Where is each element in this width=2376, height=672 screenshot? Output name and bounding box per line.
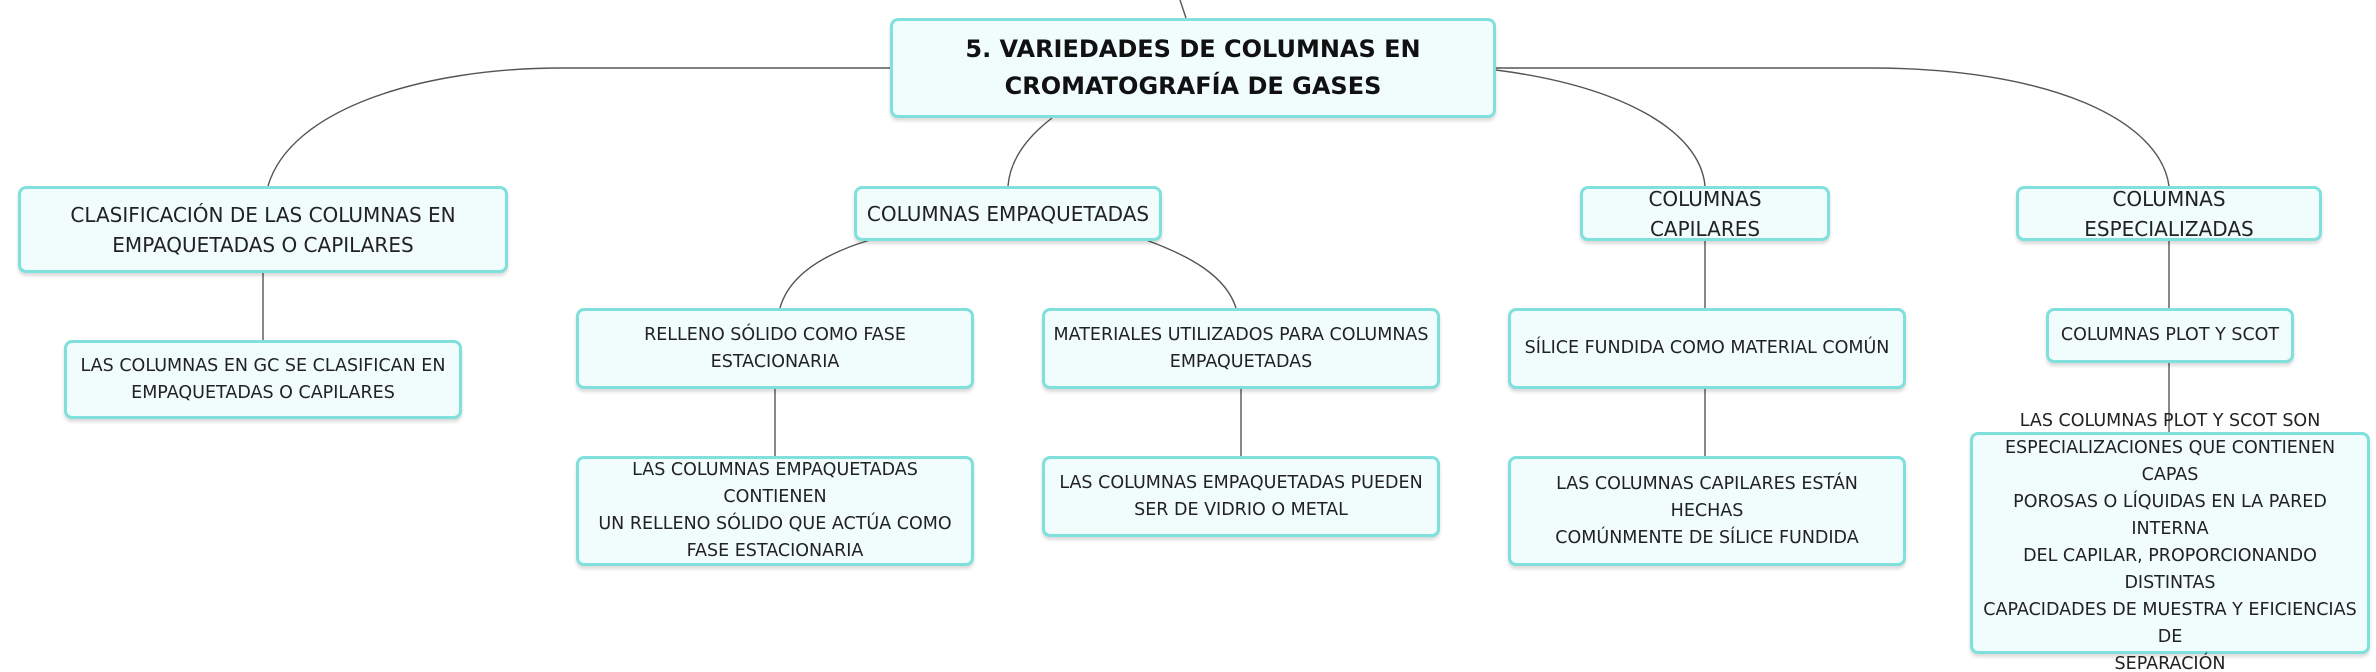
connector-root-especializadas bbox=[1496, 67, 2170, 187]
node-columnas-empaquetadas[interactable]: COLUMNAS EMPAQUETADAS bbox=[854, 186, 1162, 241]
connector-root-capilares bbox=[1495, 69, 1706, 187]
node-silice-fundida[interactable]: SÍLICE FUNDIDA COMO MATERIAL COMÚN bbox=[1508, 308, 1906, 389]
node-columnas-empaquetadas-label: COLUMNAS EMPAQUETADAS bbox=[866, 201, 1150, 226]
node-columnas-plot-scot[interactable]: COLUMNAS PLOT Y SCOT bbox=[2046, 308, 2294, 363]
node-materiales-utilizados-text: MATERIALES UTILIZADOS PARA COLUMNAS EMPA… bbox=[1053, 324, 1429, 372]
node-clasificacion-detail[interactable]: LAS COLUMNAS EN GC SE CLASIFICAN EN EMPA… bbox=[64, 340, 462, 419]
node-materiales-detail-text: LAS COLUMNAS EMPAQUETADAS PUEDEN SER DE … bbox=[1059, 472, 1423, 520]
node-silice-fundida-detail-text: LAS COLUMNAS CAPILARES ESTÁN HECHAS COMÚ… bbox=[1555, 473, 1859, 548]
node-relleno-solido-label: RELLENO SÓLIDO COMO FASE ESTACIONARIA bbox=[644, 324, 906, 372]
node-columnas-especializadas-label: COLUMNAS ESPECIALIZADAS bbox=[2084, 186, 2254, 241]
connector-empaquetadas-materiales bbox=[1145, 239, 1237, 309]
node-columnas-capilares[interactable]: COLUMNAS CAPILARES bbox=[1580, 186, 1830, 241]
node-columnas-especializadas[interactable]: COLUMNAS ESPECIALIZADAS bbox=[2016, 186, 2322, 241]
node-columnas-capilares-label: COLUMNAS CAPILARES bbox=[1648, 186, 1762, 241]
node-materiales-utilizados[interactable]: MATERIALES UTILIZADOS PARA COLUMNAS EMPA… bbox=[1042, 308, 1440, 389]
node-clasificacion[interactable]: CLASIFICACIÓN DE LAS COLUMNAS EN EMPAQUE… bbox=[18, 186, 508, 273]
node-columnas-plot-scot-label: COLUMNAS PLOT Y SCOT bbox=[2060, 325, 2280, 345]
connector-empaquetadas-relleno bbox=[779, 239, 871, 309]
connector-root-top bbox=[1179, 0, 1187, 19]
node-relleno-solido-detail[interactable]: LAS COLUMNAS EMPAQUETADAS CONTIENEN UN R… bbox=[576, 456, 974, 566]
node-silice-fundida-detail[interactable]: LAS COLUMNAS CAPILARES ESTÁN HECHAS COMÚ… bbox=[1508, 456, 1906, 566]
node-materiales-detail[interactable]: LAS COLUMNAS EMPAQUETADAS PUEDEN SER DE … bbox=[1042, 456, 1440, 537]
root-node[interactable]: 5. VARIEDADES DE COLUMNAS EN CROMATOGRAF… bbox=[890, 18, 1496, 118]
node-relleno-solido[interactable]: RELLENO SÓLIDO COMO FASE ESTACIONARIA bbox=[576, 308, 974, 389]
node-columnas-plot-scot-detail[interactable]: LAS COLUMNAS PLOT Y SCOT SON ESPECIALIZA… bbox=[1970, 411, 2370, 672]
node-clasificacion-text: CLASIFICACIÓN DE LAS COLUMNAS EN EMPAQUE… bbox=[70, 202, 456, 257]
root-node-text: 5. VARIEDADES DE COLUMNAS EN CROMATOGRAF… bbox=[965, 35, 1421, 100]
connector-root-empaquetadas bbox=[1007, 117, 1053, 187]
node-clasificacion-detail-text: LAS COLUMNAS EN GC SE CLASIFICAN EN EMPA… bbox=[80, 355, 446, 403]
node-silice-fundida-label: SÍLICE FUNDIDA COMO MATERIAL COMÚN bbox=[1524, 338, 1890, 358]
node-relleno-solido-detail-text: LAS COLUMNAS EMPAQUETADAS CONTIENEN UN R… bbox=[598, 460, 952, 561]
node-columnas-plot-scot-detail-text: LAS COLUMNAS PLOT Y SCOT SON ESPECIALIZA… bbox=[1983, 411, 2357, 672]
connector-root-clasificacion bbox=[267, 67, 890, 187]
